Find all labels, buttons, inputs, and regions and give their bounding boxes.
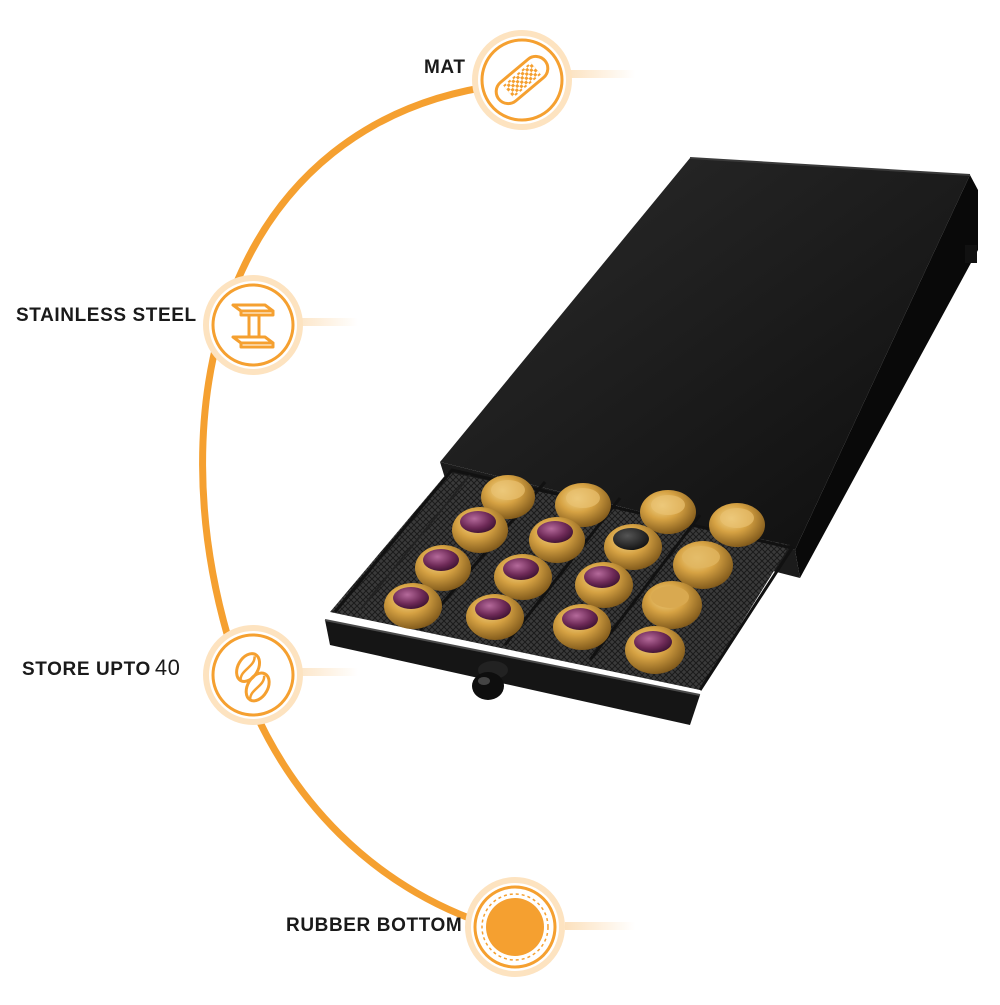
coffee-pod bbox=[640, 490, 696, 534]
coffee-pod bbox=[494, 554, 552, 600]
feature-label-rubber-bottom: RUBBER BOTTOM bbox=[286, 915, 462, 937]
coffee-pod bbox=[625, 626, 685, 674]
glow-streak bbox=[565, 922, 635, 930]
coffee-pod bbox=[415, 545, 471, 591]
coffee-pod bbox=[555, 483, 611, 527]
coffee-pod bbox=[673, 541, 733, 589]
coffee-pod bbox=[642, 581, 702, 629]
coffee-pod bbox=[384, 583, 442, 629]
coffee-pod bbox=[529, 517, 585, 563]
feature-label-mat: MAT bbox=[424, 57, 466, 79]
glow-streak bbox=[298, 318, 358, 326]
feature-label-stainless-steel: STAINLESS STEEL bbox=[16, 305, 197, 327]
feature-label-rubber-text: RUBBER BOTTOM bbox=[286, 915, 463, 936]
coffee-pod bbox=[481, 475, 535, 519]
drawer-top-panel bbox=[440, 158, 970, 550]
rubber-foot-icon bbox=[465, 877, 565, 977]
coffee-pods bbox=[384, 475, 765, 674]
coffee-pod bbox=[604, 524, 662, 570]
coffee-pod bbox=[466, 594, 524, 640]
coffee-pod bbox=[709, 503, 765, 547]
feature-label-mat-text: MAT bbox=[424, 57, 466, 78]
coffee-pod bbox=[553, 604, 611, 650]
feature-label-store-text: STORE UPTO bbox=[22, 659, 151, 680]
connector-arc bbox=[199, 81, 509, 934]
coffee-pod-drawer bbox=[324, 157, 978, 725]
coffee-pod bbox=[575, 562, 633, 608]
drawer-knob bbox=[472, 661, 508, 700]
steel-beam-icon bbox=[203, 275, 303, 375]
glow-streak bbox=[298, 668, 358, 676]
feature-label-steel-text: STAINLESS STEEL bbox=[16, 305, 197, 326]
glow-streak bbox=[565, 70, 635, 78]
drawer-side-panel bbox=[795, 175, 978, 578]
coffee-pod bbox=[452, 507, 508, 553]
mat-pad-icon bbox=[472, 30, 572, 130]
drawer-front-panel bbox=[325, 620, 700, 725]
coffee-bean-icon bbox=[203, 625, 303, 725]
feature-label-store-number: 40 bbox=[154, 655, 181, 680]
